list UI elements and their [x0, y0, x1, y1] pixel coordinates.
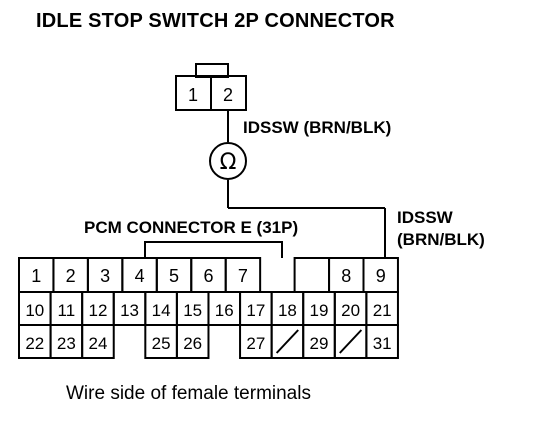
pcm-pin-label: 4	[135, 266, 145, 286]
pcm-cell	[81, 324, 115, 359]
pcm-pin-label: 14	[152, 301, 171, 320]
pcm-lock-tab	[144, 241, 283, 258]
pcm-pin-label: 6	[203, 266, 213, 286]
pcm-cell	[365, 324, 399, 359]
pcm-pin-label: 10	[25, 301, 44, 320]
switch-pin-2: 2	[223, 85, 233, 105]
pcm-pin-label: 22	[25, 334, 44, 353]
switch-pin-1: 1	[188, 85, 198, 105]
ohm-symbol: Ω	[220, 150, 237, 175]
pcm-pin-label: 24	[88, 334, 107, 353]
pcm-pin-label: 9	[376, 266, 386, 286]
pcm-pin-label: 11	[58, 301, 76, 320]
pcm-pin-label: 20	[341, 301, 360, 320]
blank-terminal-mark	[275, 329, 299, 354]
pcm-pin-label: 27	[246, 334, 265, 353]
pcm-pin-label: 15	[183, 301, 202, 320]
pcm-pin-label: 8	[341, 266, 351, 286]
pcm-pin-label: 13	[120, 301, 139, 320]
pcm-pin-label: 29	[310, 334, 329, 353]
diagram-caption: Wire side of female terminals	[66, 383, 311, 404]
blank-terminal-mark	[339, 329, 363, 354]
pcm-pin-label: 26	[183, 334, 202, 353]
pcm-pin-label: 21	[373, 301, 392, 320]
idssw-wire-label: IDSSW (BRN/BLK)	[243, 118, 392, 137]
pcm-cell	[293, 257, 331, 293]
pcm-pin-label: 31	[373, 334, 392, 353]
pcm-pin-label: 18	[278, 301, 297, 320]
pcm-pin-label: 16	[215, 301, 234, 320]
idssw-wire-label-right-line1: IDSSW	[397, 208, 453, 227]
pcm-pin-label: 5	[169, 266, 179, 286]
pcm-pin-label: 17	[246, 301, 265, 320]
pcm-pin-label: 25	[152, 334, 171, 353]
switch-connector	[175, 63, 247, 111]
pcm-pin-label: 23	[57, 334, 76, 353]
ohmmeter-icon	[209, 142, 247, 180]
pcm-cell	[175, 324, 210, 359]
pcm-pin-label: 1	[31, 266, 41, 286]
pcm-connector-label: PCM CONNECTOR E (31P)	[84, 218, 299, 237]
pcm-pin-label: 12	[88, 301, 107, 320]
pcm-connector-grid	[18, 257, 399, 359]
pcm-pin-label: 3	[100, 266, 110, 286]
diagram-title: IDLE STOP SWITCH 2P CONNECTOR	[36, 10, 395, 32]
pcm-pin-label: 19	[310, 301, 329, 320]
pcm-pin-label: 7	[238, 266, 248, 286]
pcm-pin-label: 2	[66, 266, 76, 286]
wire-idssw	[227, 110, 386, 258]
idssw-wire-label-right-line2: (BRN/BLK)	[397, 230, 485, 249]
